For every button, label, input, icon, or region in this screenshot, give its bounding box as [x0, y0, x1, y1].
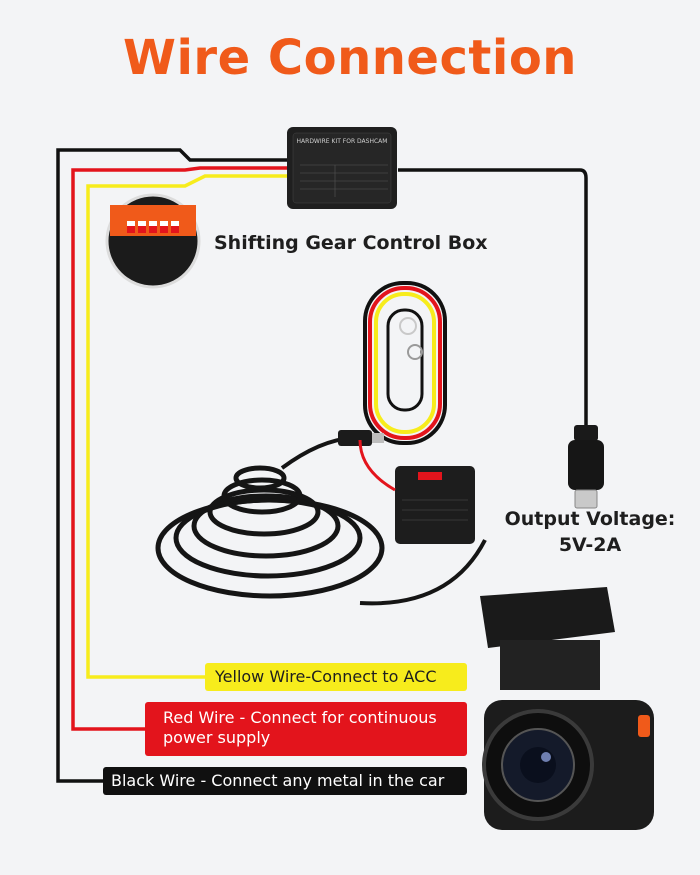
yellow-wire: [86, 174, 290, 679]
dashcam-illustration: [480, 587, 654, 830]
gear-switch-inset: [105, 193, 201, 289]
red-wire-label: Red Wire - Connect for continuous power …: [145, 702, 467, 756]
control-box-caption: Shifting Gear Control Box: [214, 232, 488, 254]
wire-bundle-loop: [363, 281, 447, 445]
output-voltage-line1: Output Voltage:: [504, 508, 676, 530]
page-title: Wire Connection: [123, 30, 577, 86]
output-voltage-caption: Output Voltage: 5V-2A: [490, 506, 690, 558]
red-wire: [71, 166, 290, 731]
mini-control-box: [395, 466, 475, 544]
mini-plug-icon: [338, 430, 384, 446]
black-wire: [56, 148, 290, 783]
coiled-cable: [155, 436, 487, 606]
black-wire-label: Black Wire - Connect any metal in the ca…: [103, 767, 467, 795]
yellow-wire-label: Yellow Wire-Connect to ACC: [205, 663, 467, 691]
output-voltage-line2: 5V-2A: [558, 534, 622, 556]
output-cable: [398, 168, 588, 430]
control-box-label: HARDWIRE KIT FOR DASHCAM: [297, 138, 388, 145]
usb-c-plug-icon: [568, 425, 604, 509]
control-box: HARDWIRE KIT FOR DASHCAM: [287, 127, 397, 209]
